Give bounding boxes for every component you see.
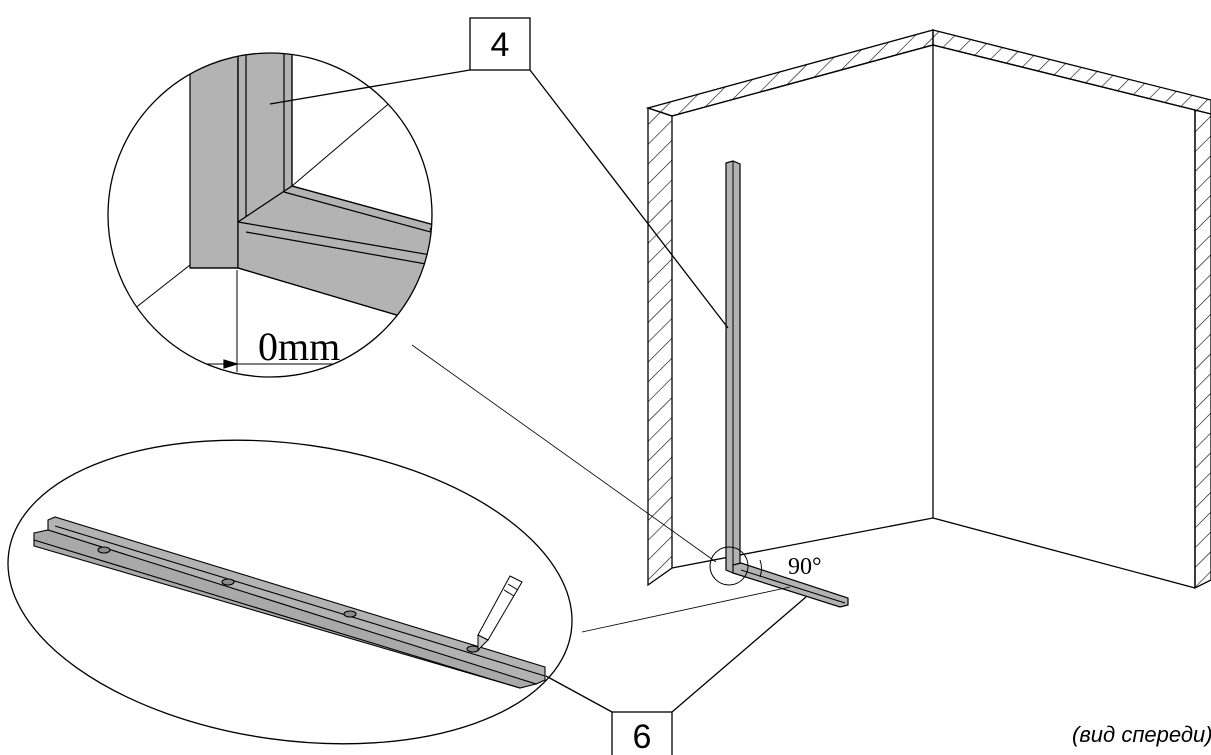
zoom-leader-line (411, 344, 717, 563)
pencil-icon (477, 575, 523, 652)
zoom-detail (107, 52, 433, 378)
callout-4-box (469, 17, 531, 71)
l-profile-assembly (709, 160, 849, 608)
detail-marker-circle (709, 546, 749, 586)
callout-6-box (611, 711, 673, 755)
top-wall-section-right (932, 29, 1211, 115)
callout-4-label: 4 (491, 26, 510, 64)
callout-6: 6 (545, 596, 807, 755)
angle-arc (759, 559, 762, 578)
top-wall-section-left (645, 29, 934, 117)
angle-label: 90° (788, 554, 822, 580)
callout-6-label: 6 (633, 718, 652, 755)
dimension-label: 0mm (258, 324, 340, 369)
profile-marking-detail (7, 439, 573, 745)
ellipse-leader-line (581, 586, 791, 633)
floor-profile (732, 562, 849, 608)
view-caption: (вид спереди) (1072, 722, 1211, 747)
right-wall-section (1194, 109, 1211, 590)
wall-corner (645, 29, 1211, 590)
floor-line-right (932, 517, 1196, 589)
profile-ellipse (7, 439, 573, 745)
right-wall-face (932, 44, 1196, 588)
callout-4: 4 (269, 17, 729, 329)
left-wall-face (671, 44, 934, 569)
left-wall-section (647, 107, 673, 587)
zoom-circle (107, 52, 433, 378)
